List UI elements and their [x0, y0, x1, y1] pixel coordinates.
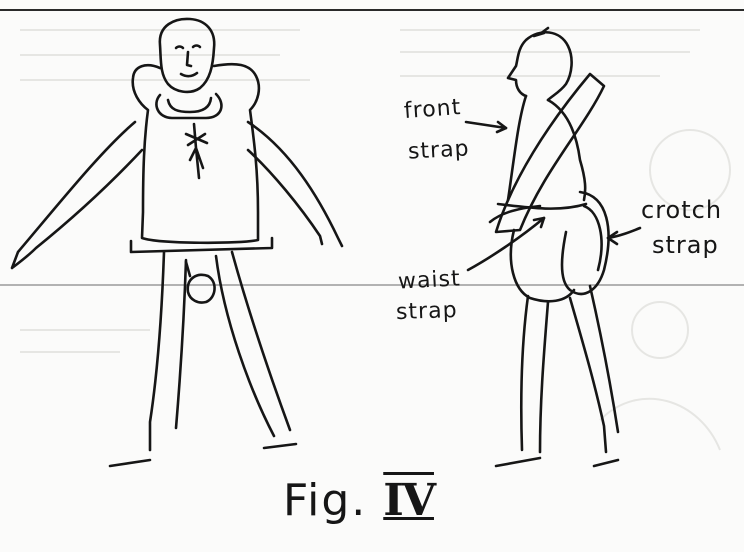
- front-left-leg: [150, 252, 186, 450]
- side-view-figure: [490, 28, 618, 466]
- waist-strap-label-line2: strap: [396, 300, 458, 324]
- crotch-strap-label: crotch: [641, 198, 722, 222]
- front-strap-label: front: [403, 97, 462, 123]
- crotch-strap-label-line2: strap: [652, 233, 719, 257]
- side-back-leg: [570, 286, 618, 452]
- front-right-leg: [216, 252, 290, 436]
- side-front-leg: [521, 296, 548, 452]
- side-head: [508, 32, 572, 100]
- side-waist-strap: [498, 204, 586, 209]
- waist-strap-label: waist: [397, 268, 461, 293]
- front-strap-label-line2: strap: [407, 138, 470, 163]
- caption-prefix: Fig.: [283, 475, 367, 526]
- crotch-strap-arrow: [608, 228, 640, 238]
- side-body: [508, 96, 585, 200]
- front-right-arm: [248, 122, 342, 246]
- figure-caption: Fig. IV: [283, 475, 434, 526]
- front-crotch-strap: [188, 275, 215, 303]
- caption-numeral: IV: [383, 475, 434, 526]
- waist-strap-arrow: [468, 218, 544, 270]
- front-view-figure: [12, 19, 342, 466]
- label-arrows: [466, 122, 640, 270]
- front-left-arm: [12, 122, 142, 268]
